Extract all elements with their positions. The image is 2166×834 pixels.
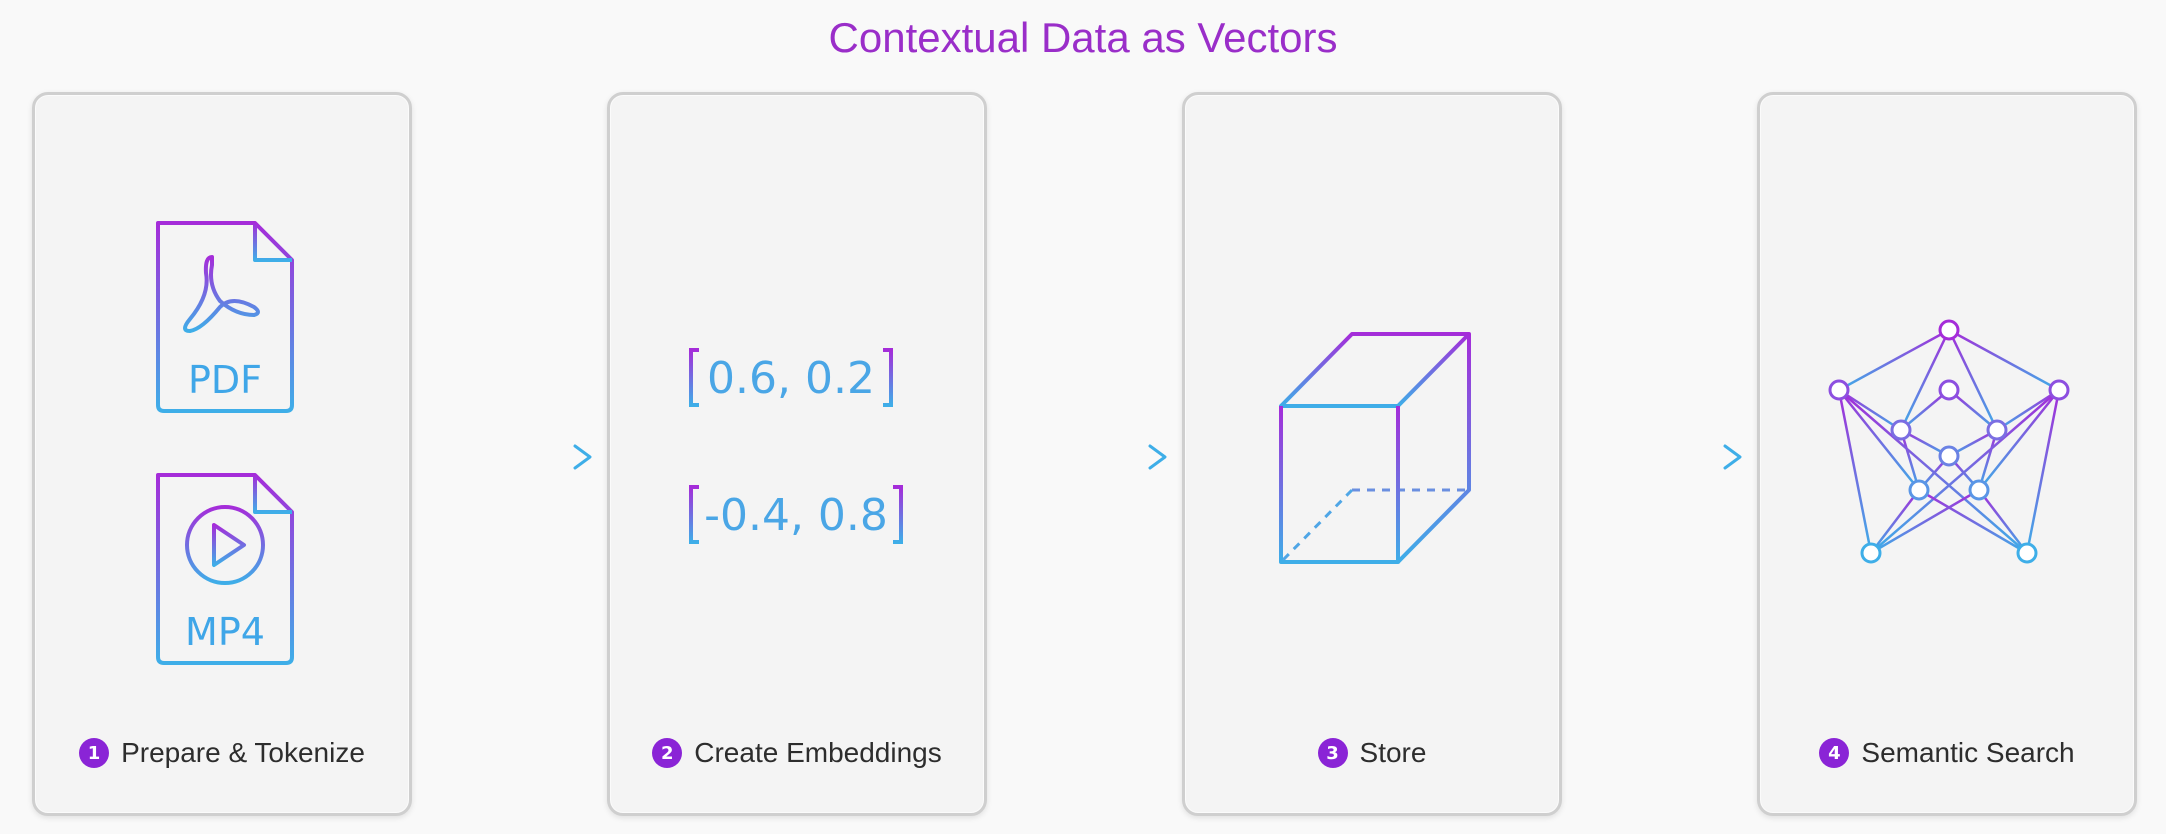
vector-value: 0.6, 0.2 — [707, 353, 875, 404]
step-label-3: 3 Store — [1185, 737, 1559, 769]
step-label-1: 1 Prepare & Tokenize — [35, 737, 409, 769]
step-label-2: 2 Create Embeddings — [610, 737, 984, 769]
step-card-prepare-tokenize: PDF MP4 1 Prepare & Tokenize — [32, 92, 412, 816]
step-title: Semantic Search — [1861, 737, 2075, 768]
step-title: Prepare & Tokenize — [121, 737, 365, 768]
mp4-label: MP4 — [185, 610, 265, 654]
step-card-create-embeddings: 0.6, 0.2 -0.4, 0.8 2 Create Embeddings — [607, 92, 987, 816]
mp4-video-file-icon: MP4 — [156, 473, 294, 665]
step-number-badge: 4 — [1819, 738, 1850, 768]
flow-arrow-3 — [1577, 444, 1742, 470]
vector-embeddings-icon: 0.6, 0.2 -0.4, 0.8 — [689, 348, 903, 544]
step-card-store: 3 Store — [1182, 92, 1562, 816]
pdf-file-icon: PDF — [156, 221, 294, 413]
diagram-title: Contextual Data as Vectors — [828, 14, 1338, 61]
cube-icon — [1279, 332, 1471, 564]
network-graph-icon — [1828, 319, 2070, 564]
pdf-label: PDF — [188, 358, 262, 402]
step-label-4: 4 Semantic Search — [1760, 737, 2134, 769]
step-number-badge: 3 — [1317, 738, 1348, 768]
step-title: Store — [1359, 737, 1427, 768]
step-title: Create Embeddings — [694, 737, 942, 768]
step-number-badge: 1 — [79, 738, 110, 768]
vector-value: -0.4, 0.8 — [704, 490, 888, 541]
flow-arrow-2 — [1002, 444, 1167, 470]
step-card-semantic-search: 4 Semantic Search — [1757, 92, 2137, 816]
flow-arrow-1 — [427, 444, 592, 470]
step-number-badge: 2 — [652, 738, 683, 768]
